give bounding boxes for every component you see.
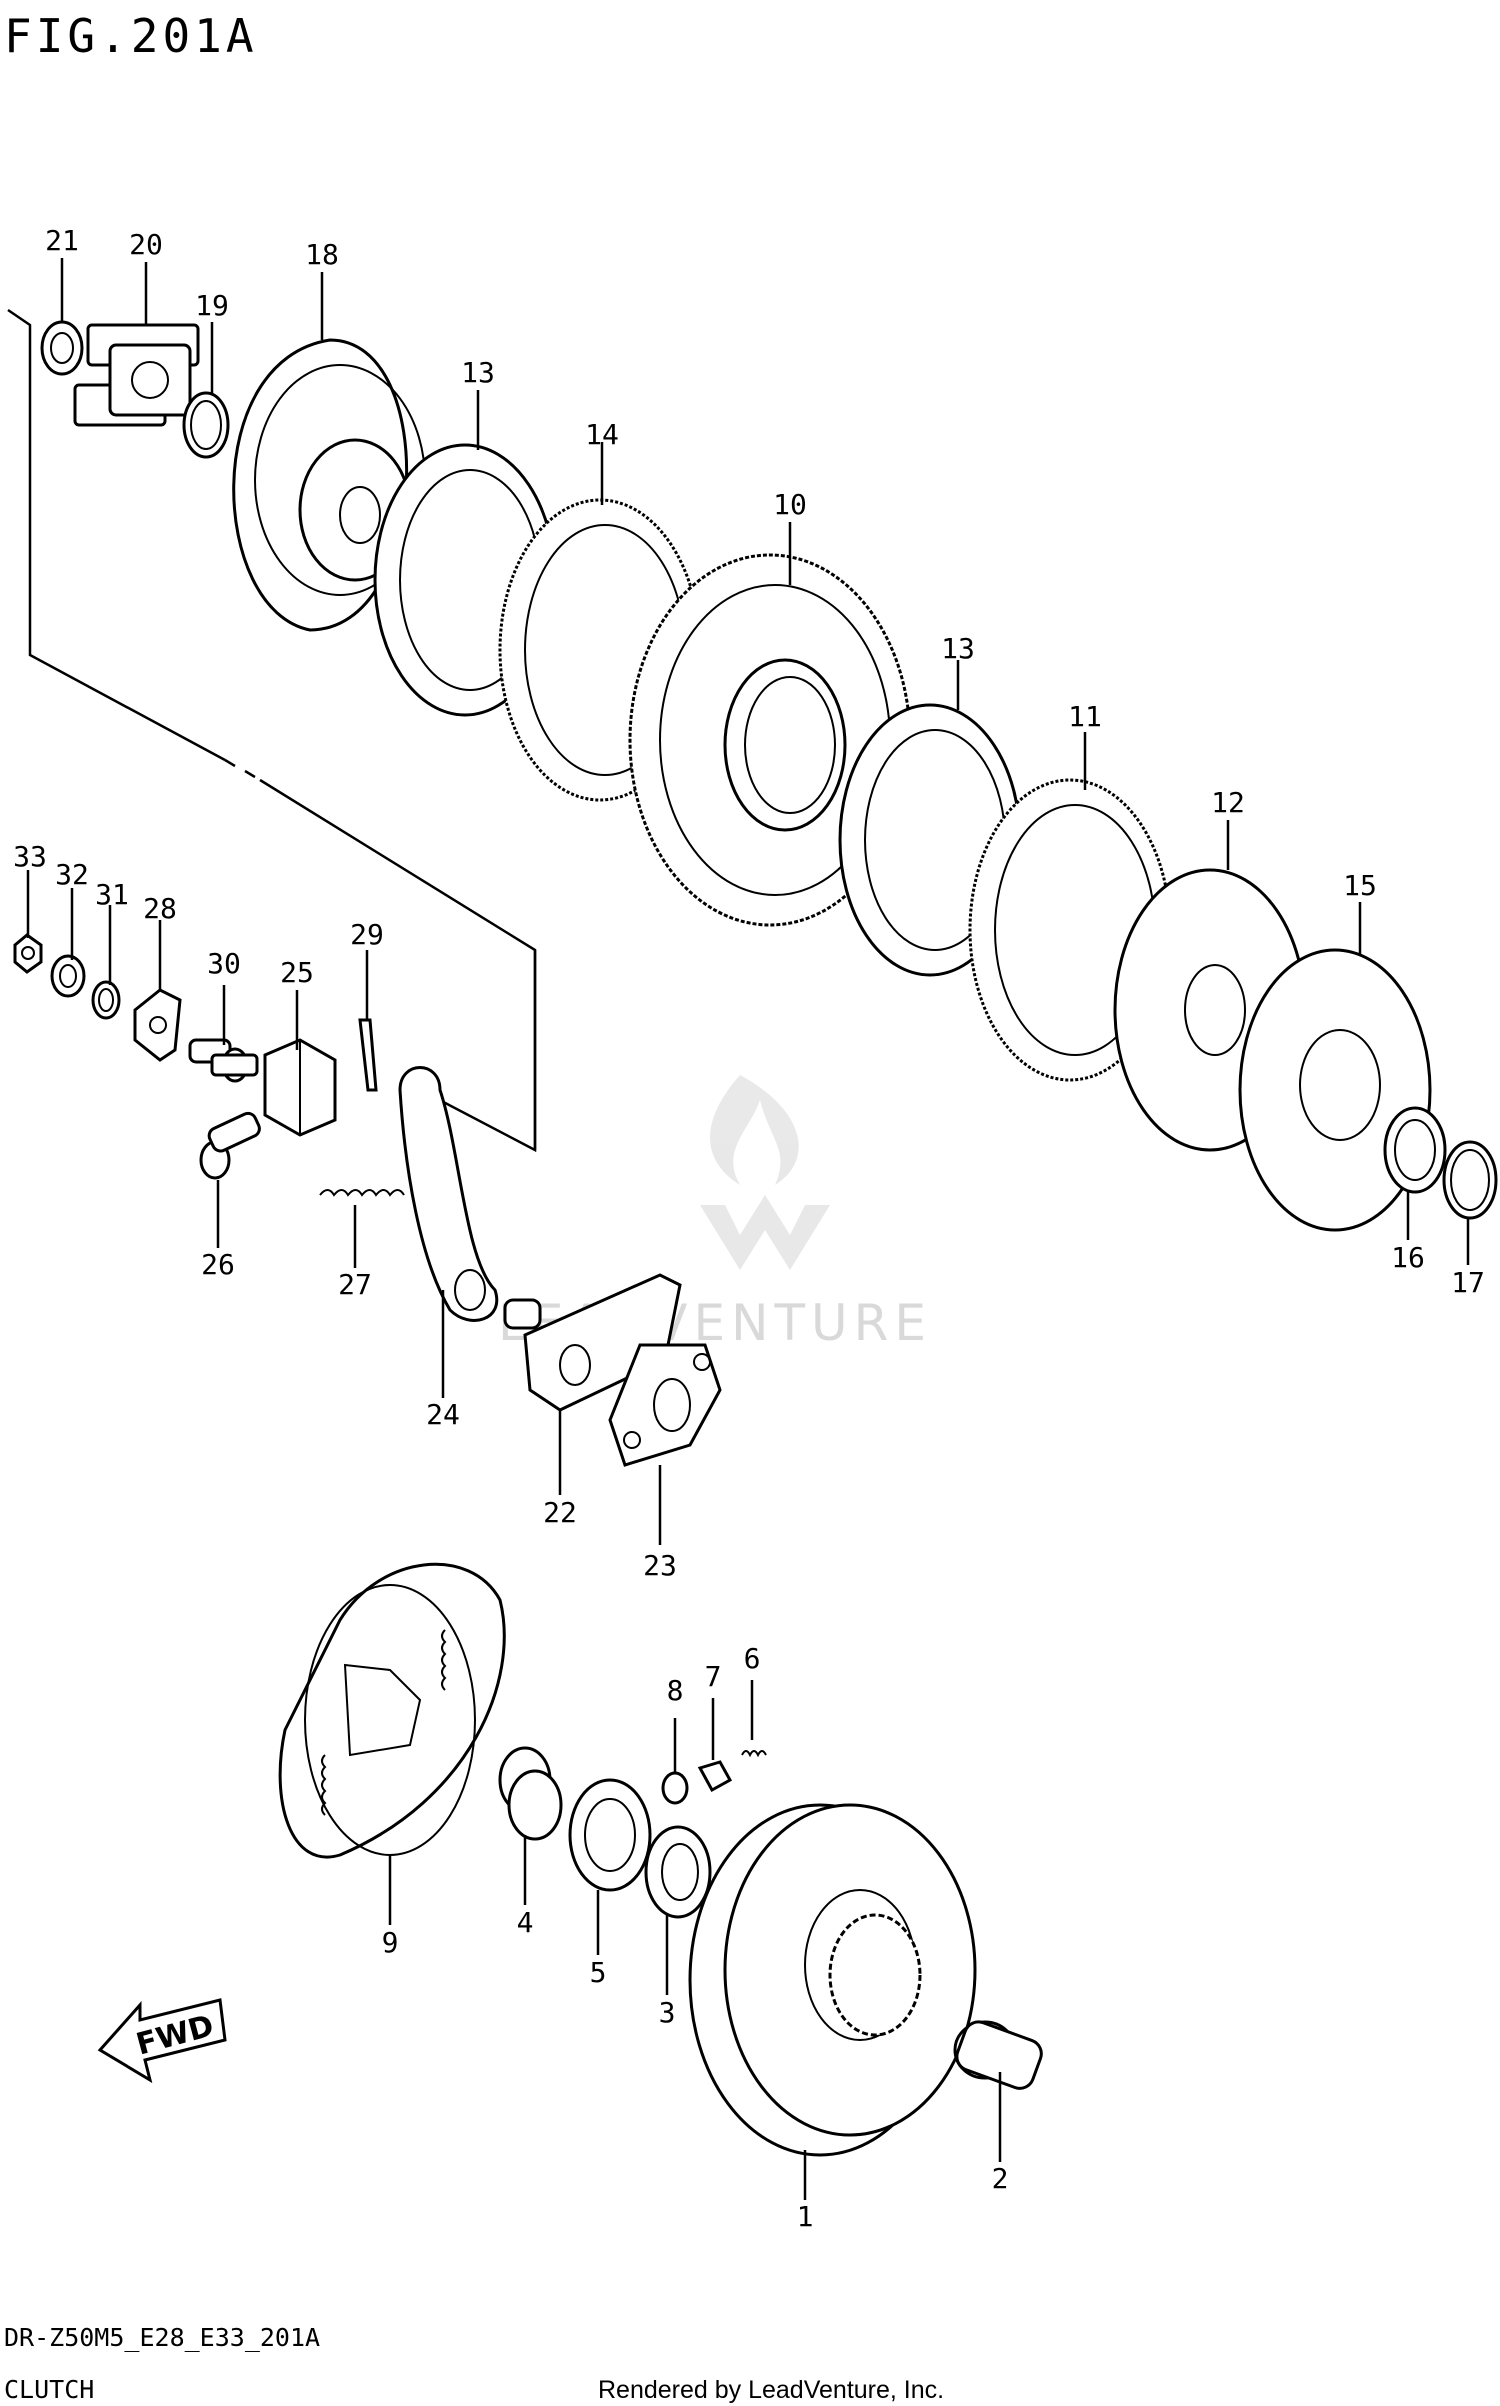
callout-29: 29	[350, 918, 384, 951]
part-9-centrifugal-clutch	[278, 1562, 506, 1859]
callout-15: 15	[1343, 869, 1377, 902]
callout-13-lower: 13	[941, 632, 975, 665]
fwd-label: FWD	[133, 2008, 218, 2062]
part-21-bushing	[40, 320, 84, 376]
part-7-spring-holder	[697, 1760, 733, 1793]
callout-30: 30	[207, 947, 241, 980]
callout-7: 7	[705, 1660, 722, 1693]
part-5-bearing	[568, 1778, 652, 1892]
part-32-washer	[50, 954, 86, 998]
forward-direction-arrow: FWD	[97, 1998, 227, 2084]
callout-33: 33	[13, 840, 47, 873]
part-17-circlip	[1442, 1140, 1498, 1220]
part-3-washer	[644, 1825, 712, 1919]
callout-17: 17	[1451, 1266, 1485, 1299]
part-24-release-lever	[398, 1066, 499, 1322]
watermark-logo	[700, 1075, 830, 1270]
reference-boundary	[7, 308, 537, 1153]
part-30-adjusting-screw	[188, 1038, 259, 1083]
leader-lines	[26, 258, 1470, 2200]
callout-12: 12	[1211, 786, 1245, 819]
callout-8: 8	[667, 1674, 684, 1707]
callout-5: 5	[590, 1956, 607, 1989]
callout-23: 23	[643, 1549, 677, 1582]
callout-18: 18	[305, 238, 339, 271]
callout-21: 21	[45, 224, 79, 257]
callout-2: 2	[992, 2162, 1009, 2195]
part-33-nut	[13, 933, 43, 974]
callout-22: 22	[543, 1496, 577, 1529]
callout-9: 9	[382, 1926, 399, 1959]
part-19-circlip	[182, 391, 230, 459]
part-1-clutch-drum	[688, 1803, 977, 2157]
figure-title: FIG.201A	[4, 9, 258, 63]
callout-11: 11	[1068, 700, 1102, 733]
part-27-spring	[319, 1189, 405, 1197]
callout-14: 14	[585, 418, 619, 451]
callout-24: 24	[426, 1398, 460, 1431]
part-23-guide-plate	[608, 1343, 722, 1467]
part-20-clutch-shoe	[73, 323, 200, 427]
part-31-o-ring	[91, 980, 121, 1020]
part-8-roller	[661, 1771, 689, 1805]
callout-28: 28	[143, 892, 177, 925]
part-4-spacer	[498, 1746, 563, 1841]
part-28-stopper-plate	[133, 988, 182, 1062]
part-6-spring	[741, 1750, 767, 1758]
callout-31: 31	[95, 878, 129, 911]
render-credit: Rendered by LeadVenture, Inc.	[598, 2376, 944, 2404]
part-16-washer	[1383, 1106, 1447, 1194]
part-29-cotter-pin	[358, 1018, 378, 1092]
callout-13-upper: 13	[461, 356, 495, 389]
callout-4: 4	[517, 1906, 534, 1939]
callout-19: 19	[195, 289, 229, 322]
callout-16: 16	[1391, 1241, 1425, 1274]
callout-1: 1	[797, 2200, 814, 2233]
part-2-sleeve	[953, 2020, 1043, 2090]
callout-6: 6	[744, 1642, 761, 1675]
callout-27: 27	[338, 1268, 372, 1301]
model-code: DR-Z50M5_E28_E33_201A	[4, 2323, 320, 2352]
section-name: CLUTCH	[4, 2375, 94, 2404]
callout-32: 32	[55, 858, 89, 891]
callout-labels: 21 20 19 18 13 14 10 13 11 12 15 16 17 3…	[13, 224, 1485, 2233]
callout-20: 20	[129, 228, 163, 261]
part-15-release-plate	[1238, 948, 1432, 1232]
callout-3: 3	[659, 1996, 676, 2029]
part-25-lever-block	[263, 1038, 337, 1137]
callout-26: 26	[201, 1248, 235, 1281]
part-26-pin	[199, 1111, 261, 1180]
callout-25: 25	[280, 956, 314, 989]
callout-10: 10	[773, 488, 807, 521]
